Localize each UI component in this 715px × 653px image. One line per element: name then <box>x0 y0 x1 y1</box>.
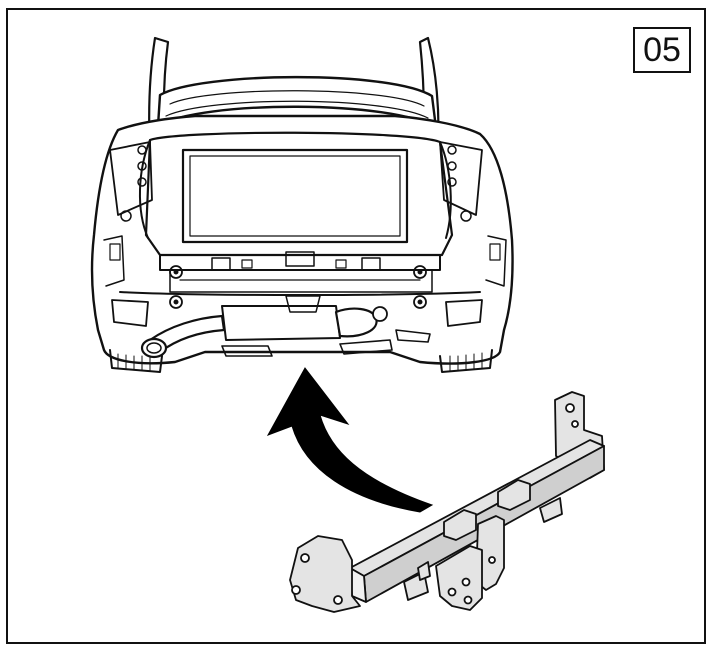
step-number-badge: 05 <box>633 27 691 73</box>
tow-bar-crossbeam-icon <box>289 391 605 613</box>
car-rear-open-trunk-icon <box>90 36 514 373</box>
step-number: 05 <box>643 31 681 69</box>
curved-arrow-up-icon <box>266 367 434 513</box>
